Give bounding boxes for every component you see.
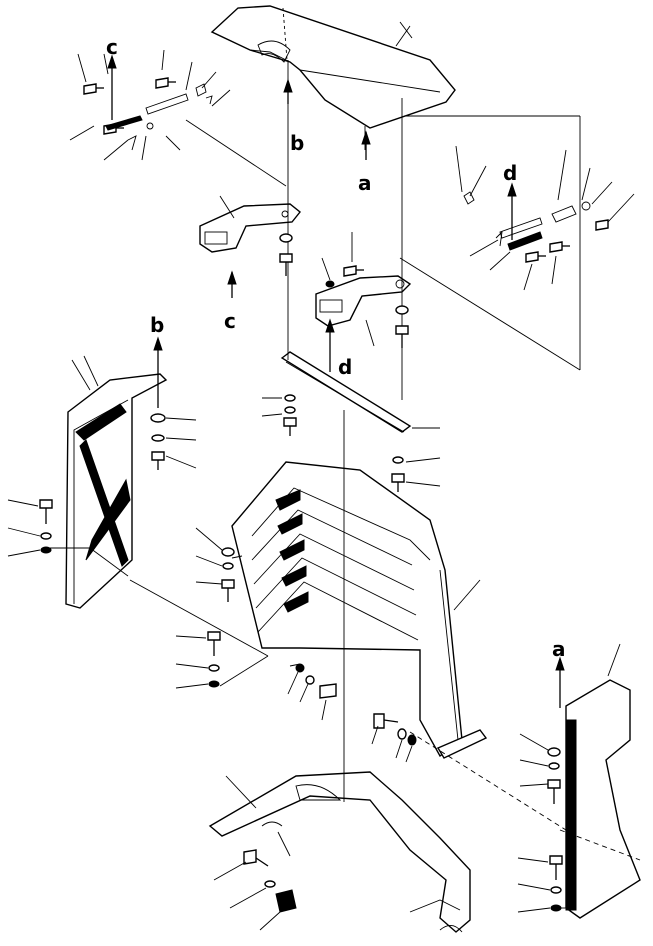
center-hinge-bracket [315, 275, 412, 327]
assembly-lines [50, 60, 641, 909]
arrow-b-left-panel: b [150, 313, 164, 408]
center-grille [231, 461, 488, 759]
arrow-a-right-panel: a [552, 637, 566, 708]
bolt-center-bracket [321, 232, 409, 348]
arrow-label-c-top: c [106, 35, 118, 59]
bolt-stack-frame [213, 775, 297, 931]
arrow-b-top: b [283, 78, 304, 155]
arrow-c-bracket: c [224, 270, 237, 333]
arrow-label-d-top: d [503, 161, 517, 185]
arrow-label-c-bracket: c [224, 309, 236, 333]
arrow-label-b-top: b [290, 131, 304, 155]
arrow-d-bracket: d [325, 318, 352, 379]
arrow-label-b-left-panel: b [150, 313, 164, 337]
bolt-left-bracket [279, 233, 293, 276]
mounting-plate [280, 351, 412, 433]
arrow-label-a-right-panel: a [552, 637, 566, 661]
bolt-stack-right-panel [517, 733, 563, 913]
arrow-label-a-top: a [358, 171, 372, 195]
arrow-label-d-bracket: d [338, 355, 352, 379]
bottom-frame [208, 771, 471, 933]
top-cover-panel [210, 5, 456, 129]
arrow-d-top: d [503, 161, 517, 240]
callout-leaders [83, 25, 481, 611]
right-side-panel [565, 643, 641, 919]
left-hinge-bracket [199, 203, 301, 253]
fastener-stack-top-left [69, 49, 231, 161]
left-side-panel [65, 359, 168, 609]
bolt-stack-grille-left [175, 527, 235, 689]
arrow-a-top: a [358, 130, 372, 195]
arrow-c-top: c [106, 35, 118, 120]
bolt-stack-grille-bottom [287, 663, 417, 763]
fastener-stack-top-right [455, 145, 635, 291]
bolt-stack-left-panel [7, 413, 197, 557]
bolt-stack-plate [261, 394, 441, 492]
